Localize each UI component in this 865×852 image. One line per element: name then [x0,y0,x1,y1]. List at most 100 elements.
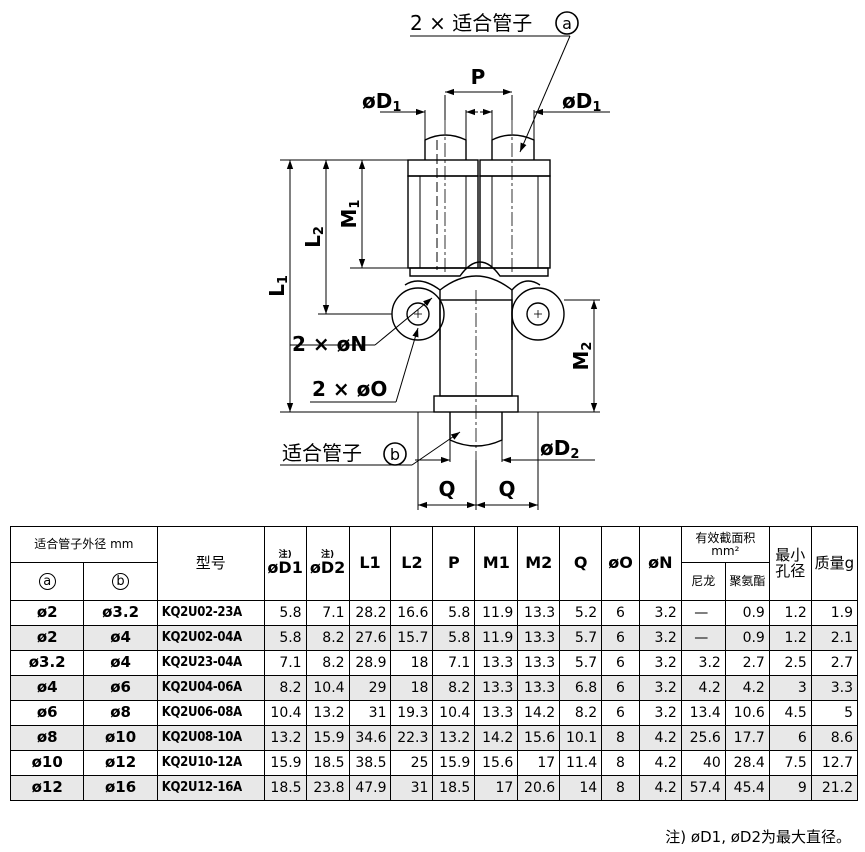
svg-text:a: a [562,14,572,33]
dimension-lines [280,35,610,510]
table-cell: 8.6 [810,725,859,751]
table-cell: 27.6 [348,625,392,651]
table-cell: 15.9 [305,725,350,751]
header-min-bore: 最小孔径 [768,526,812,601]
table-cell: 8.2 [305,650,350,676]
header-O: øO [601,526,640,601]
table-cell: 9 [768,775,812,801]
table-cell: 57.4 [680,775,726,801]
tube-a-cell: ø2 [9,600,85,626]
header-model: 型号 [156,526,265,601]
dim-Q-left: Q [438,477,455,501]
table-cell: 28.9 [348,650,392,676]
table-cell: 19.3 [390,700,434,726]
table-cell: 6 [601,700,640,726]
table-cell: 17 [474,775,519,801]
table-cell: 7.1 [263,650,307,676]
table-cell: 5.7 [559,650,603,676]
table-cell: 6 [601,675,640,701]
table-cell: 15.7 [390,625,434,651]
model-cell: KQ2U02-23A [156,600,265,626]
technical-drawing: 2 × 适合管子 a P øD1 øD1 M1 L2 L1 M2 2 × øN … [265,11,610,510]
table-cell: 15.9 [432,750,476,776]
table-cell: 28.2 [348,600,392,626]
table-cell: 4.2 [724,675,770,701]
table-cell: 2.5 [768,650,812,676]
table-cell: — [680,600,726,626]
table-cell: 29 [348,675,392,701]
tube-b-cell: ø6 [83,675,158,701]
table-cell: 15.6 [517,725,561,751]
table-cell: 8.2 [559,700,603,726]
table-cell: 31 [390,775,434,801]
table-cell: 20.6 [517,775,561,801]
model-cell: KQ2U23-04A [156,650,265,676]
header-Q: Q [559,526,603,601]
table-cell: 3.2 [638,700,682,726]
dimension-labels: 2 × 适合管子 a P øD1 øD1 M1 L2 L1 M2 2 × øN … [265,11,601,501]
header-P: P [432,526,476,601]
table-cell: 4.5 [768,700,812,726]
table-cell: 5.2 [559,600,603,626]
tube-a-cell: ø2 [9,625,85,651]
dim-M1: M1 [337,200,363,229]
header-N: øN [638,526,682,601]
circle-b-icon: b [112,573,130,590]
table-cell: 38.5 [348,750,392,776]
dim-Q-right: Q [498,477,515,501]
table-cell: 31 [348,700,392,726]
header-polyurethane: 聚氨酯 [724,562,770,601]
table-cell: 25 [390,750,434,776]
table-cell: 13.3 [517,650,561,676]
table-cell: 10.4 [263,700,307,726]
table-cell: 13.4 [680,700,726,726]
table-cell: 18.5 [432,775,476,801]
dim-D1-right: øD1 [562,89,601,115]
tube-b-cell: ø16 [83,775,158,801]
circle-b-icon: b [383,442,407,466]
table-cell: 7.1 [432,650,476,676]
table-cell: 4.2 [638,775,682,801]
table-cell: 6 [601,625,640,651]
tube-a-cell: ø8 [9,725,85,751]
table-cell: 47.9 [348,775,392,801]
table-cell: 18 [390,650,434,676]
table-cell: 18 [390,675,434,701]
dim-P: P [471,65,486,89]
table-cell: 8.2 [305,625,350,651]
tube-a-cell: ø4 [9,675,85,701]
tube-b-cell: ø3.2 [83,600,158,626]
table-cell: 7.5 [768,750,812,776]
svg-text:b: b [390,445,400,464]
table-cell: 11.4 [559,750,603,776]
tube-b-cell: ø4 [83,650,158,676]
table-cell: 2.7 [724,650,770,676]
dim-O-label: 2 × øO [312,377,387,401]
table-cell: 5.8 [432,600,476,626]
table-cell: 22.3 [390,725,434,751]
table-cell: 14.2 [517,700,561,726]
tube-a-cell: ø12 [9,775,85,801]
table-cell: 13.3 [517,675,561,701]
table-cell: 10.4 [432,700,476,726]
model-cell: KQ2U08-10A [156,725,265,751]
dim-L2: L2 [301,226,327,248]
model-cell: KQ2U10-12A [156,750,265,776]
table-cell: 5.8 [263,600,307,626]
table-cell: 10.4 [305,675,350,701]
table-cell: 11.9 [474,600,519,626]
table-cell: 2.1 [810,625,859,651]
table-cell: 15.9 [263,750,307,776]
table-cell: 25.6 [680,725,726,751]
footnote: 注) øD1, øD2为最大直径。 [665,828,851,846]
table-cell: 34.6 [348,725,392,751]
table-cell: 3.2 [680,650,726,676]
header-L1: L1 [348,526,392,601]
model-cell: KQ2U06-08A [156,700,265,726]
table-cell: 3.3 [810,675,859,701]
